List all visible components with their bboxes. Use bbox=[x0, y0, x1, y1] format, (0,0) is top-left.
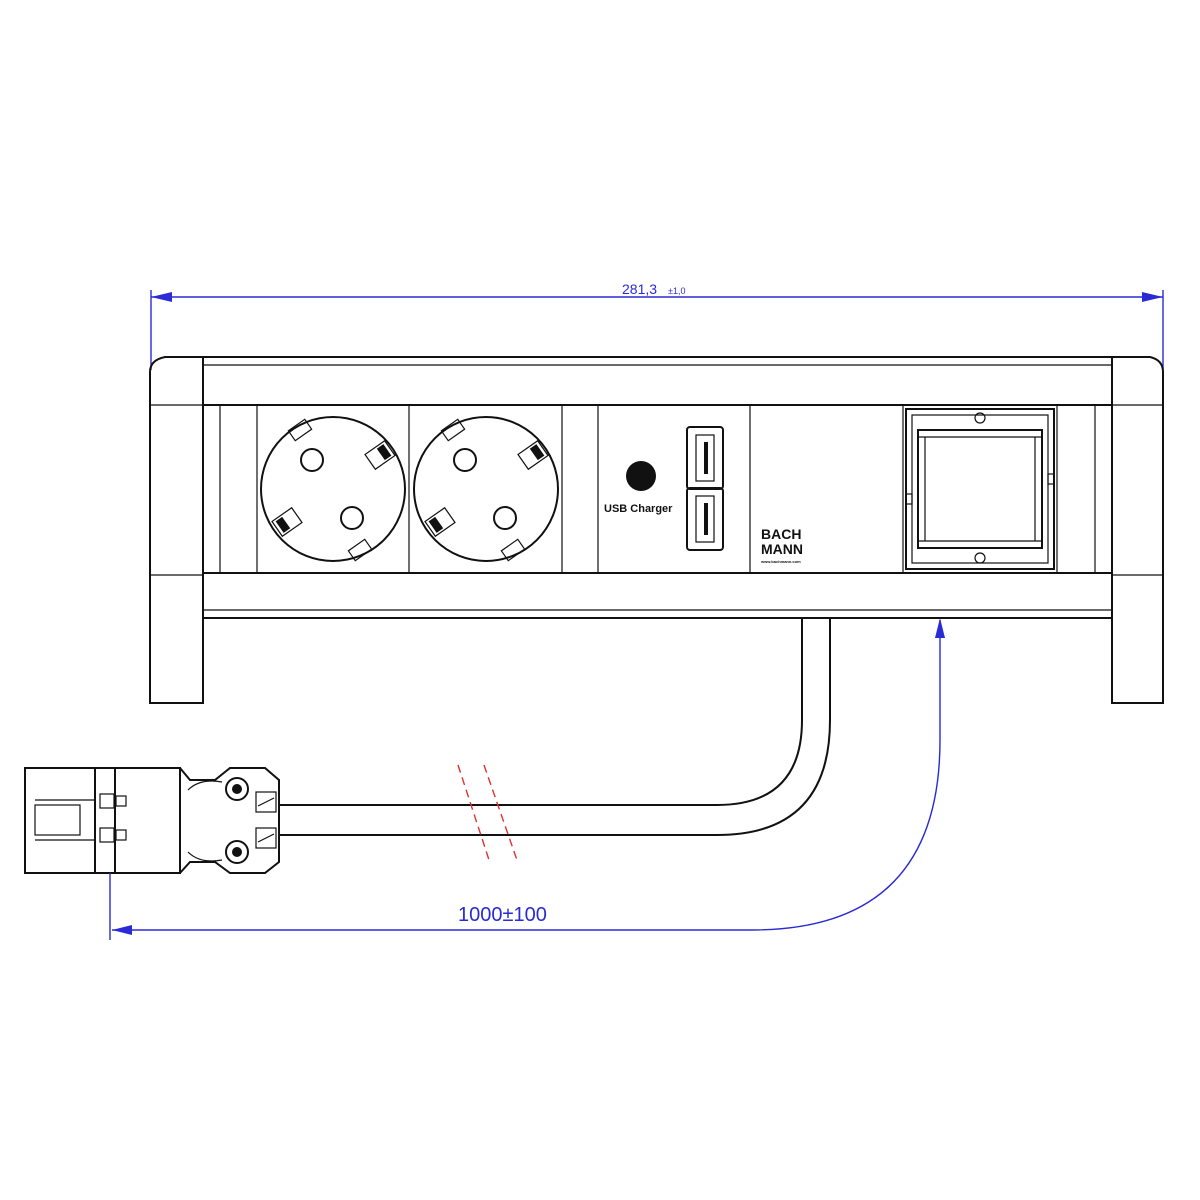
power-dock-body bbox=[149, 356, 1164, 704]
usb-charger-label: USB Charger bbox=[604, 503, 673, 515]
usb-port-top bbox=[686, 426, 724, 490]
width-dimension: 281,3 ±1,0 bbox=[150, 281, 1164, 370]
cable-break-mark-left bbox=[457, 764, 491, 864]
width-dimension-tolerance: ±1,0 bbox=[668, 286, 685, 296]
width-dimension-value: 281,3 bbox=[622, 281, 657, 297]
usb-charger-module: USB Charger bbox=[604, 426, 724, 551]
brand-logo-line1: BACH bbox=[761, 526, 801, 542]
cable-length-value: 1000±100 bbox=[458, 904, 547, 926]
cable-break-mark-right bbox=[483, 764, 519, 864]
brand-logo-line2: MANN bbox=[761, 541, 803, 557]
empty-insert-frame bbox=[905, 408, 1055, 570]
usb-port-bottom bbox=[686, 487, 724, 551]
cable-length-dimension: 1000±100 bbox=[109, 618, 945, 940]
connector-plug bbox=[24, 767, 280, 874]
schuko-socket-1 bbox=[260, 416, 406, 562]
cable bbox=[279, 618, 831, 864]
brand-module: BACH MANN www.bachmann.com bbox=[760, 526, 803, 564]
brand-url: www.bachmann.com bbox=[760, 559, 801, 564]
usb-led-indicator bbox=[626, 461, 656, 491]
schuko-socket-2 bbox=[413, 416, 559, 562]
